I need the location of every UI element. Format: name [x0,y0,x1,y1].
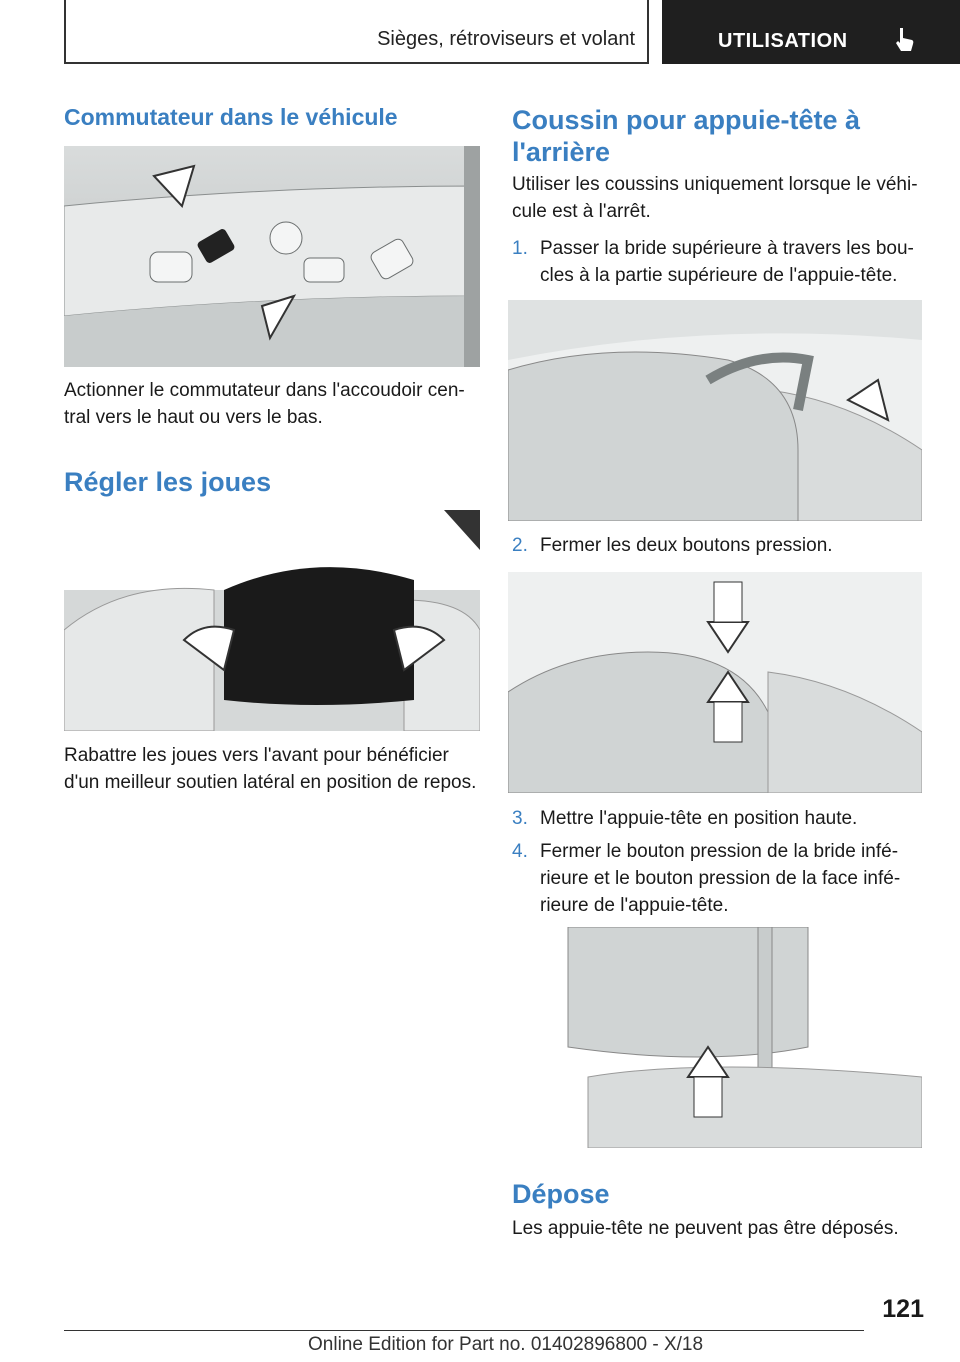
step-text: Fermer les deux boutons pression. [540,535,833,556]
cheeks-text: Rabattre les joues vers l'avant pour bén… [64,745,477,793]
step-number: 2. [512,535,528,556]
chapter-tab: UTILISATION [662,0,960,64]
cushion-strap-illustration [508,300,922,521]
page-number: 121 [882,1295,924,1323]
step-text: Mettre l'appuie-tête en position haute. [540,808,858,829]
cushion-title: Coussin pour appuie-tête à l'arrière [512,105,861,167]
step-number: 1. [512,238,528,259]
pointing-hand-icon [894,26,916,57]
switch-text: Actionner le commutateur dans l'accoudoi… [64,380,465,428]
snap-buttons-illustration [508,572,922,793]
header-section-box: Sièges, rétroviseurs et volant [64,0,649,64]
cushion-intro: Utiliser les coussins uniquement lorsque… [512,174,918,222]
list-item: 1. Passer la bride supérieure à travers … [512,235,924,289]
section-title: Sièges, rétroviseurs et volant [377,28,635,50]
removal-title: Dépose [512,1179,610,1209]
armrest-switch-illustration [64,146,480,367]
lower-snap-illustration [508,927,922,1148]
list-item: 4. Fermer le bouton pression de la bride… [512,838,924,919]
step-text: Passer la bride supérieure à travers les… [540,238,914,286]
switch-title: Commutateur dans le véhicule [64,104,398,130]
list-item: 3. Mettre l'appuie-tête en position haut… [512,805,924,832]
removal-text: Les appuie-tête ne peuvent pas être dépo… [512,1218,899,1239]
step-text: Fermer le bouton pression de la bride in… [540,841,901,916]
headrest-cheeks-illustration [64,510,480,731]
footer-edition: Online Edition for Part no. 01402896800 … [308,1334,704,1355]
step-number: 3. [512,808,528,829]
cheeks-title: Régler les joues [64,467,272,497]
footer-divider [64,1330,864,1331]
chapter-title: UTILISATION [718,30,848,52]
list-item: 2. Fermer les deux boutons pression. [512,532,924,559]
step-number: 4. [512,841,528,862]
